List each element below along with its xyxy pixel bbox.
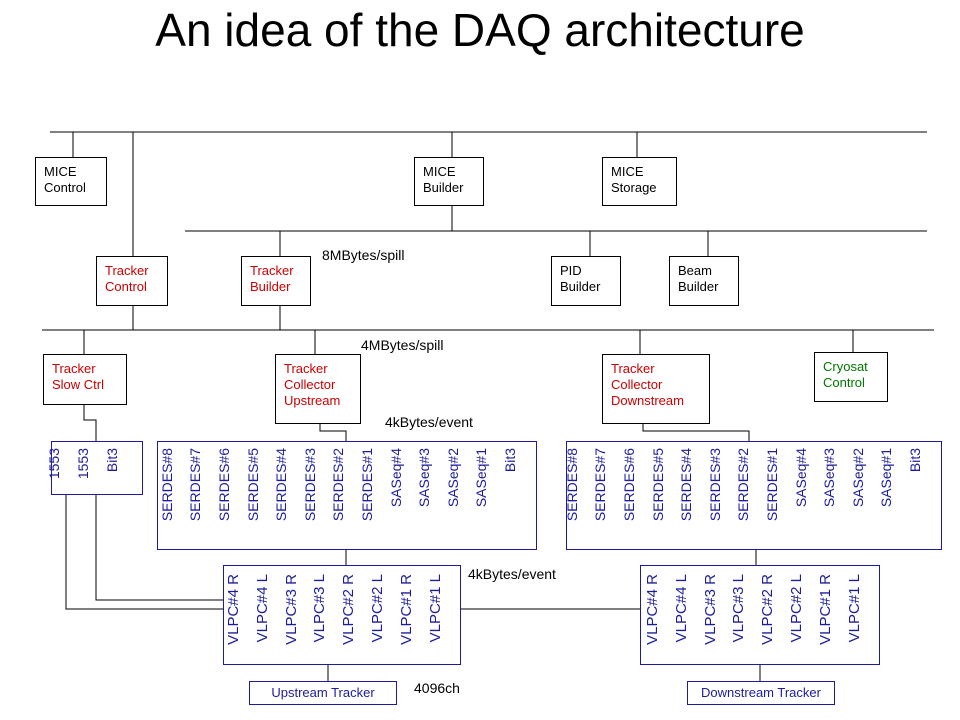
card-label: VLPC#3 R [701, 574, 719, 645]
pid-builder-box: PID Builder [551, 256, 621, 306]
tracker-collector-upstream-box: Tracker Collector Upstream [275, 354, 361, 424]
card-label: SERDES#5 [649, 448, 666, 522]
card-label: SERDES#3 [706, 448, 723, 522]
card-label: SERDES#2 [330, 448, 347, 522]
tracker-builder-box: Tracker Builder [241, 256, 311, 306]
mice-control-box: MICE Control [35, 157, 107, 206]
card-label: SERDES#6 [216, 448, 232, 522]
card-label: SERDES#6 [621, 448, 637, 522]
cryosat-control-box: Cryosat Control [814, 352, 888, 402]
card-label: VLPC#1 L [427, 574, 444, 643]
card-label: VLPC#2 L [369, 574, 387, 643]
rate-label-event-upper: 4kBytes/event [385, 414, 473, 430]
channels-label: 4096ch [414, 680, 460, 696]
serdes-card-upstream: Bit3 SASeq#1 SASeq#2 SASeq#3 SASeq#4 SERDES#1… [157, 441, 537, 550]
card-label: VLPC#1 R [817, 574, 835, 645]
downstream-tracker-box: Downstream Tracker [687, 681, 835, 705]
serdes-card-downstream: Bit3 SASeq#1 SASeq#2 SASeq#3 SASeq#4 SERDES#1… [564, 441, 942, 550]
rate-label-8mb: 8MBytes/spill [322, 247, 405, 263]
card-label: VLPC#2 R [340, 574, 358, 645]
card-label: VLPC#4 L [253, 574, 271, 643]
card-label: VLPC#4 R [643, 574, 661, 645]
tracker-control-box: Tracker Control [96, 256, 168, 306]
card-label: VLPC#1 L [846, 574, 863, 643]
card-label: SASeq#2 [444, 448, 461, 508]
card-label: SASeq#1 [473, 448, 490, 508]
card-label: VLPC#3 L [730, 574, 748, 643]
tracker-collector-downstream-box: Tracker Collector Downstream [602, 354, 710, 424]
card-label: SERDES#3 [301, 448, 318, 522]
card-label: 1553 [75, 448, 91, 480]
card-label: SERDES#1 [359, 448, 375, 522]
card-label: SERDES#8 [158, 448, 175, 522]
vlpc-card-upstream: VLPC#1 L VLPC#1 R VLPC#2 L VLPC#2 R VLPC#3 L… [223, 565, 461, 665]
card-label: SASeq#4 [792, 448, 809, 508]
upstream-tracker-box: Upstream Tracker [249, 681, 397, 705]
card-label: VLPC#4 L [672, 574, 690, 643]
page-title: An idea of the DAQ architecture [155, 4, 805, 56]
rate-label-event-lower: 4kBytes/event [468, 566, 556, 582]
tracker-slow-ctrl-box: Tracker Slow Ctrl [43, 354, 127, 405]
card-label: VLPC#4 R [224, 574, 242, 645]
card-label: VLPC#1 R [398, 574, 416, 645]
card-label: SASeq#3 [416, 448, 433, 508]
mice-builder-box: MICE Builder [414, 157, 484, 206]
card-label: SERDES#4 [273, 448, 290, 522]
card-label: Bit3 [907, 448, 923, 473]
card-label: VLPC#3 L [311, 574, 329, 643]
card-label: VLPC#2 L [788, 574, 806, 643]
card-label: SERDES#2 [735, 448, 752, 522]
card-label: SASeq#2 [849, 448, 866, 508]
card-label: SASeq#4 [387, 448, 404, 508]
beam-builder-box: Beam Builder [669, 256, 739, 306]
card-label: SERDES#7 [592, 448, 609, 522]
card-label: SERDES#1 [764, 448, 780, 522]
card-label: SERDES#8 [563, 448, 580, 522]
slow-control-card: Bit3 1553 1553 [46, 441, 143, 495]
card-label: SERDES#5 [244, 448, 261, 522]
rate-label-4mb: 4MBytes/spill [361, 337, 444, 353]
card-label: SERDES#7 [187, 448, 204, 522]
card-label: 1553 [46, 448, 62, 480]
card-label: Bit3 [104, 448, 120, 473]
mice-storage-box: MICE Storage [602, 157, 677, 206]
card-label: VLPC#2 R [759, 574, 777, 645]
card-label: VLPC#3 R [282, 574, 300, 645]
card-label: Bit3 [502, 448, 518, 473]
card-label: SERDES#4 [678, 448, 695, 522]
card-label: SASeq#3 [821, 448, 838, 508]
card-label: SASeq#1 [878, 448, 895, 508]
vlpc-card-downstream: VLPC#1 L VLPC#1 R VLPC#2 L VLPC#2 R VLPC#3 L… [640, 565, 880, 665]
